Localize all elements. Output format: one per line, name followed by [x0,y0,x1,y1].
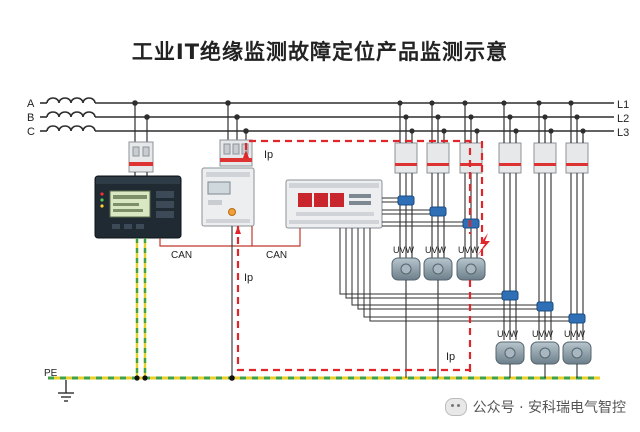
phase-label-c: C [27,126,35,138]
feeder-breaker [426,142,450,174]
can-bus-wiring [159,226,301,247]
feeder-breaker [565,142,589,174]
transformer-icon [40,97,96,132]
fault-locator-device [285,179,383,229]
motor [391,257,421,281]
feeder-breaker [533,142,557,174]
feeder-breaker [498,142,522,174]
ip-label-top: Ip [264,149,273,161]
pe-drops [231,226,578,378]
footer-watermark: 公众号 · 安科瑞电气智控 [444,396,626,418]
pe-conductor [48,238,600,380]
current-transformers-lower [501,290,586,324]
feeder-cables [399,173,584,340]
motor [530,341,560,365]
feeder-breaker [459,142,483,174]
wechat-icon [444,398,467,416]
ip-label-left: Ip [244,272,253,284]
busbars [95,102,614,132]
insulation-monitor [94,175,182,239]
ground-icon [58,380,74,402]
phase-label-b: B [27,112,34,124]
motor [423,257,453,281]
fault-current-path [236,139,484,372]
can-label-right: CAN [266,250,287,261]
motor-terminal-label-2: UVW [425,245,447,255]
motor-terminal-label-6: UVW [564,329,586,339]
motor [562,341,592,365]
motor-faulted [456,257,486,281]
phase-label-a: A [27,98,35,110]
ct-signal-lines [339,197,569,322]
motor-terminal-label-1: UVW [393,245,415,255]
supply-taps [132,100,249,142]
can-label-left: CAN [171,250,192,261]
motor [495,341,525,365]
ip-label-bottom: Ip [446,351,455,363]
phase-label-l3: L3 [617,127,629,139]
feeder-breaker [394,142,418,174]
feeder-taps [397,100,586,143]
pe-label: PE [44,368,58,379]
monitor-breaker [128,141,154,173]
phase-label-l1: L1 [617,99,629,111]
fault-path-arrows [235,150,249,234]
footer-text: 公众号 · 安科瑞电气智控 [472,400,626,416]
motor-terminal-label-5: UVW [532,329,554,339]
feeder-breakers [394,142,589,174]
diagram-title: 工业IT绝缘监测故障定位产品监测示意 [131,40,509,64]
motor-terminal-label-4: UVW [497,329,519,339]
phase-label-l2: L2 [617,113,629,125]
motor-terminal-label-3: UVW [458,245,480,255]
